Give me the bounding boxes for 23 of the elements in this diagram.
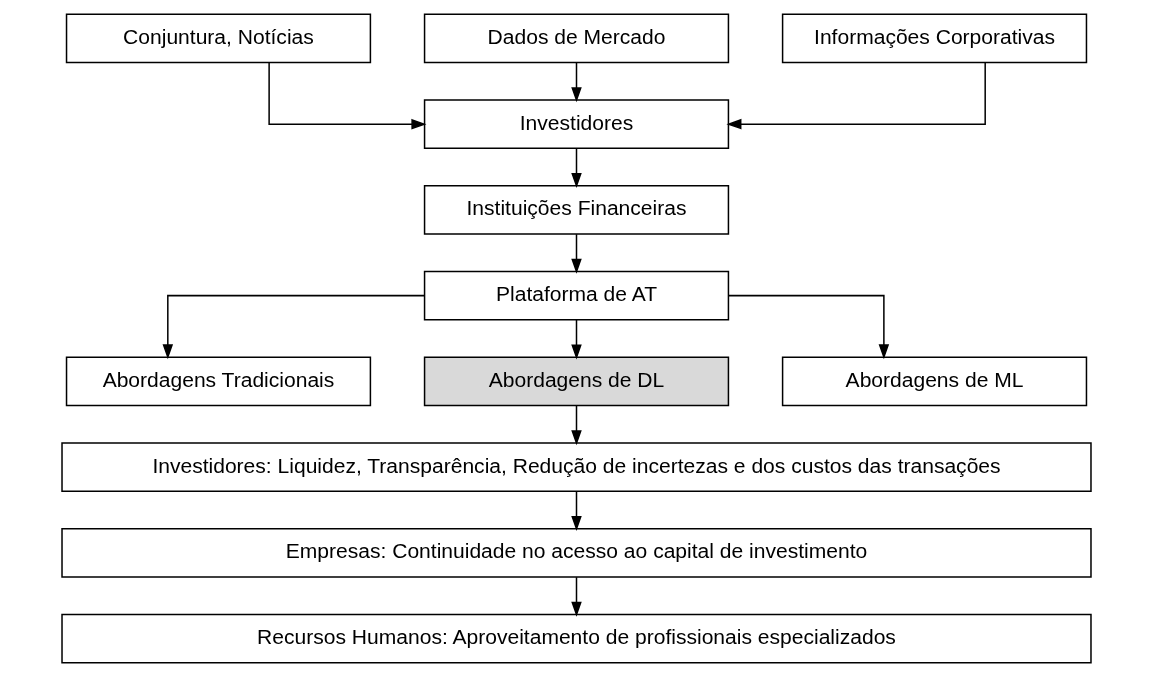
node-box: Dados de Mercado (423, 13, 730, 64)
node-box: Abordagens Tradicionais (65, 356, 372, 407)
node-box: Abordagens de ML (781, 356, 1088, 407)
arrow (571, 319, 582, 360)
arrow (162, 294, 426, 360)
arrow (571, 404, 582, 446)
node-box: Investidores (423, 99, 730, 149)
node-box: Instituições Financeiras (423, 185, 730, 235)
arrow (571, 233, 582, 274)
arrow (571, 576, 582, 617)
arrow (728, 294, 890, 360)
node-box: Plataforma de AT (423, 270, 730, 321)
arrow (571, 490, 582, 532)
node-box: Investidores: Liquidez, Transparência, Redução de incertezas e dos custos das transações (61, 442, 1092, 492)
node-box: Abordagens de DL (423, 356, 730, 407)
node-box: Empresas: Continuidade no acesso ao capital de investimento (61, 528, 1092, 578)
node-box: Informações Corporativas (781, 13, 1088, 64)
arrow (571, 147, 582, 189)
arrow (726, 62, 986, 130)
arrow (571, 62, 582, 103)
arrow (268, 62, 427, 130)
node-box: Recursos Humanos: Aproveitamento de profissionais especializados (61, 613, 1092, 664)
node-box: Conjuntura, Notícias (65, 13, 372, 64)
